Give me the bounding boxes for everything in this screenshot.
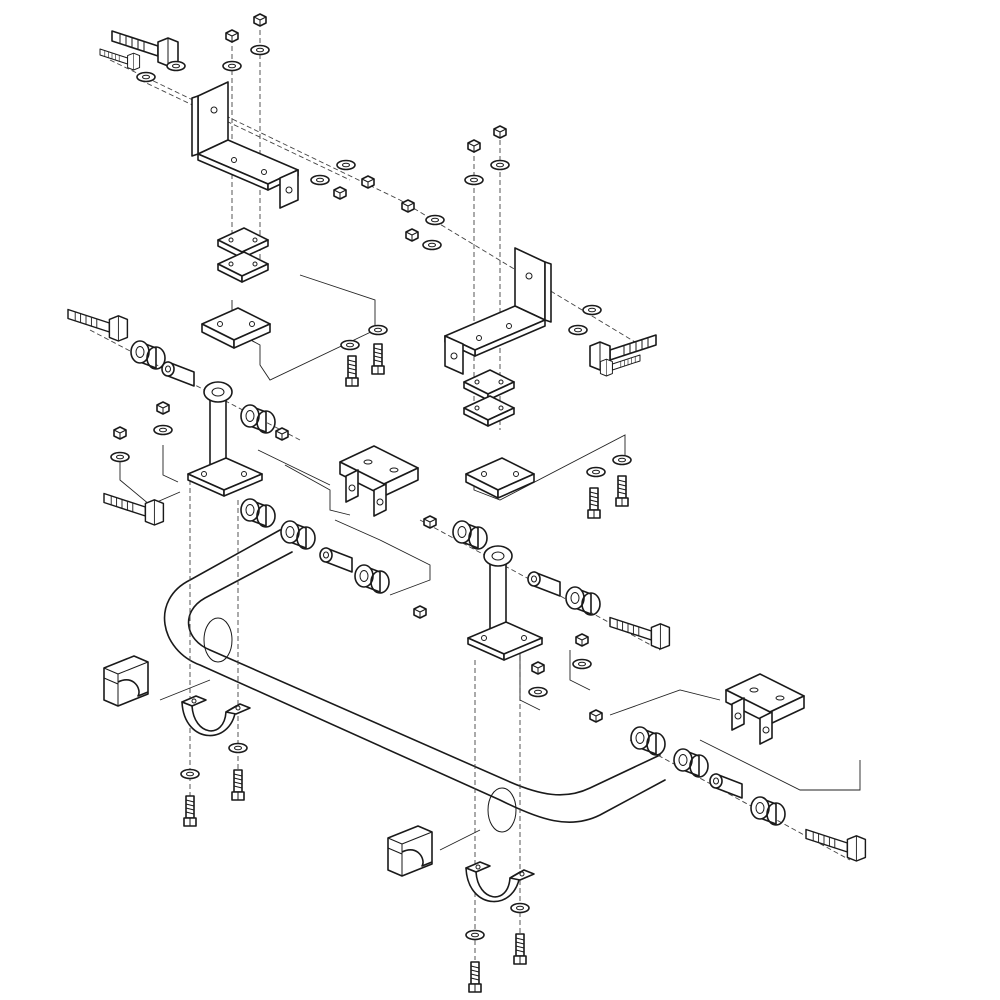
right-bar-mount	[387, 825, 535, 993]
upper-right-frame-bracket	[401, 125, 657, 519]
leader-lines	[119, 274, 861, 851]
sway-bar	[163, 529, 666, 833]
assembly-centerlines	[89, 30, 851, 960]
upper-left-frame-bracket	[99, 13, 388, 387]
left-end-link	[67, 308, 488, 619]
left-bar-mount	[103, 655, 251, 827]
